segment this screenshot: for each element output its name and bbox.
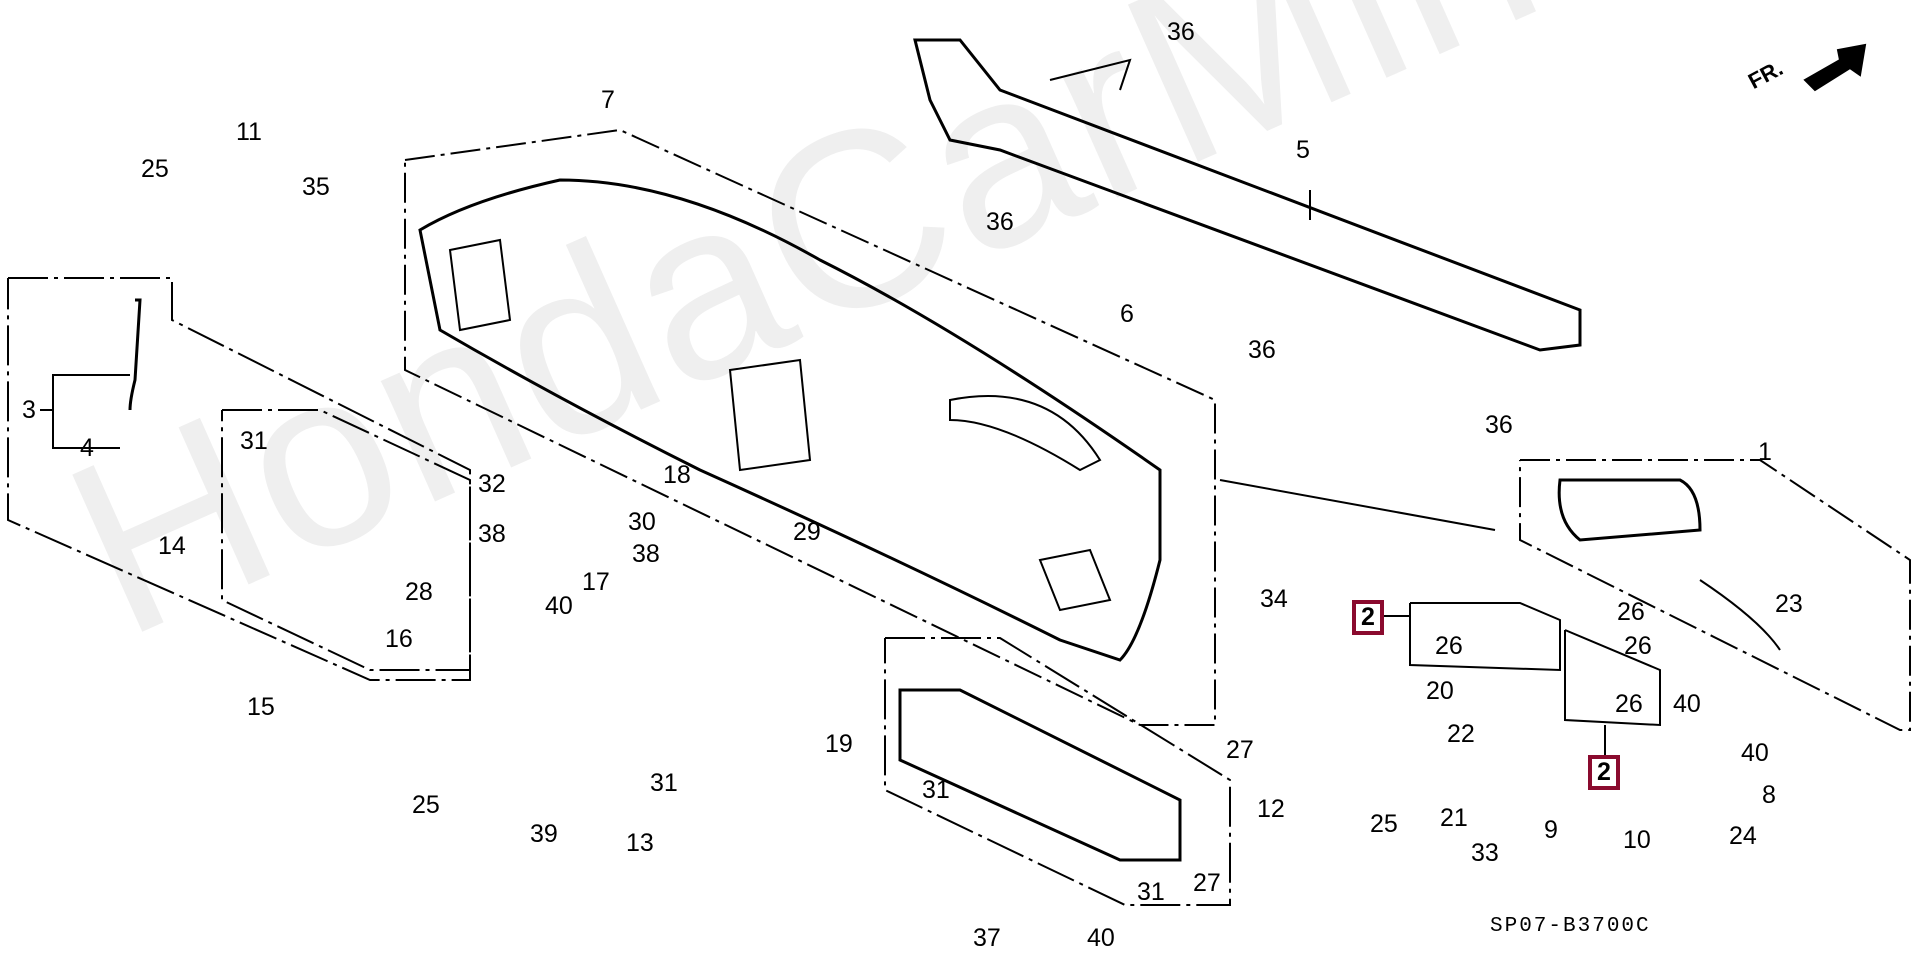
callout-11: 11 bbox=[236, 118, 262, 146]
callout-5: 5 bbox=[1296, 136, 1310, 164]
callout-17: 17 bbox=[582, 568, 610, 596]
callout-29: 29 bbox=[793, 518, 821, 546]
callout-1: 1 bbox=[1758, 438, 1772, 466]
callout-20: 20 bbox=[1426, 677, 1454, 705]
callout-35: 35 bbox=[302, 173, 330, 201]
clip-set-boxes bbox=[1378, 602, 1661, 760]
callout-36: 36 bbox=[1167, 18, 1195, 46]
callout-25: 25 bbox=[412, 791, 440, 819]
callout-31: 31 bbox=[1137, 878, 1165, 906]
diagram-code: SP07-B3700C bbox=[1490, 915, 1651, 938]
callout-27: 27 bbox=[1193, 869, 1221, 897]
callout-26: 26 bbox=[1617, 598, 1645, 626]
callout-8: 8 bbox=[1762, 781, 1776, 809]
lower-cover-box bbox=[884, 637, 1231, 906]
callout-14: 14 bbox=[158, 532, 186, 560]
callout-40: 40 bbox=[1741, 739, 1769, 767]
callout-31: 31 bbox=[650, 769, 678, 797]
callout-24: 24 bbox=[1729, 822, 1757, 850]
callout-36: 36 bbox=[1485, 411, 1513, 439]
callout-34: 34 bbox=[1260, 585, 1288, 613]
callout-31: 31 bbox=[922, 776, 950, 804]
callout-40: 40 bbox=[1673, 690, 1701, 718]
callout-12: 12 bbox=[1257, 795, 1285, 823]
callout-26: 26 bbox=[1624, 632, 1652, 660]
callout-40: 40 bbox=[1087, 924, 1115, 952]
callout-6: 6 bbox=[1120, 300, 1134, 328]
callout-36: 36 bbox=[986, 208, 1014, 236]
callout-30: 30 bbox=[628, 508, 656, 536]
callout-37: 37 bbox=[973, 924, 1001, 952]
callout-15: 15 bbox=[247, 693, 275, 721]
callout-33: 33 bbox=[1471, 839, 1499, 867]
leader-line bbox=[1219, 479, 1496, 531]
callout-2-group: 2 bbox=[1352, 600, 1384, 635]
callout-32: 32 bbox=[478, 470, 506, 498]
front-direction-arrow bbox=[1803, 43, 1867, 92]
callout-7: 7 bbox=[601, 86, 615, 114]
callout-28: 28 bbox=[405, 578, 433, 606]
callout-39: 39 bbox=[530, 820, 558, 848]
left-bracket-boxes bbox=[7, 277, 471, 681]
callout-21: 21 bbox=[1440, 804, 1468, 832]
callout-26: 26 bbox=[1615, 690, 1643, 718]
callout-18: 18 bbox=[663, 461, 691, 489]
callout-10: 10 bbox=[1623, 826, 1651, 854]
callout-38: 38 bbox=[632, 540, 660, 568]
callout-9: 9 bbox=[1544, 816, 1558, 844]
airbag-assembly bbox=[1519, 459, 1911, 731]
callout-31: 31 bbox=[240, 427, 268, 455]
callout-25: 25 bbox=[1370, 810, 1398, 838]
callout-36: 36 bbox=[1248, 336, 1276, 364]
callout-16: 16 bbox=[385, 625, 413, 653]
callout-40: 40 bbox=[545, 592, 573, 620]
callout-22: 22 bbox=[1447, 720, 1475, 748]
callout-27: 27 bbox=[1226, 736, 1254, 764]
callout-26: 26 bbox=[1435, 632, 1463, 660]
steering-hanger-beam bbox=[913, 38, 1582, 352]
dashboard-panel bbox=[404, 128, 1216, 726]
callout-38: 38 bbox=[478, 520, 506, 548]
callout-3: 3 bbox=[22, 396, 36, 424]
callout-23: 23 bbox=[1775, 590, 1803, 618]
callout-4: 4 bbox=[80, 434, 94, 462]
callout-19: 19 bbox=[825, 730, 853, 758]
callout-2-group: 2 bbox=[1588, 755, 1620, 790]
callout-13: 13 bbox=[626, 829, 654, 857]
callout-25: 25 bbox=[141, 155, 169, 183]
